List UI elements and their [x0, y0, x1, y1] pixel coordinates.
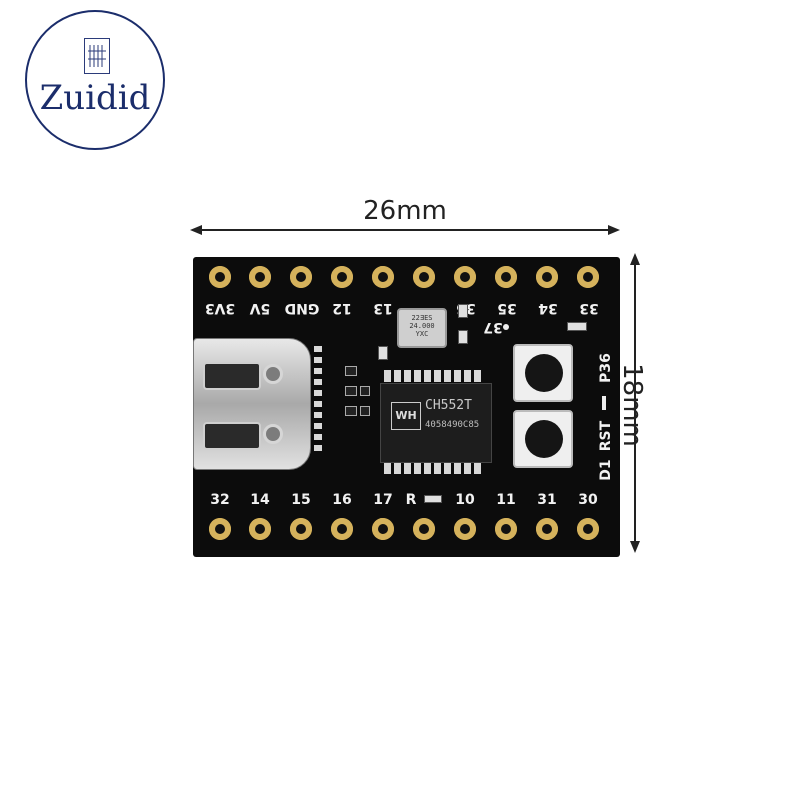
pad — [536, 518, 558, 540]
pin-label-15: 15 — [291, 492, 311, 508]
pad — [290, 518, 312, 540]
smd-resistor — [424, 495, 442, 503]
pin-label-5v: 5V — [249, 300, 271, 316]
width-dimension-label: 26mm — [363, 196, 447, 226]
usb-c-connector — [193, 338, 311, 470]
smd-capacitor — [458, 330, 468, 344]
pad — [249, 518, 271, 540]
smd-component — [345, 406, 357, 416]
chip-pins-bottom — [382, 462, 492, 476]
button-cap — [525, 354, 563, 392]
pin-label-30: 30 — [578, 492, 598, 508]
pad — [495, 518, 517, 540]
pin-label-14: 14 — [250, 492, 270, 508]
pad — [249, 266, 271, 288]
reset-button[interactable] — [513, 410, 573, 468]
smd-component — [345, 386, 357, 396]
usb-slot — [203, 362, 261, 390]
chip-model: CH552T — [425, 398, 472, 413]
pin-label-11: 11 — [496, 492, 516, 508]
chip-batch-code: 4058490C85 — [425, 420, 480, 430]
height-dimension-arrow — [630, 253, 640, 553]
label-divider — [602, 396, 606, 410]
pin-label-3v3: 3V3 — [204, 300, 236, 316]
width-dimension-arrow — [190, 225, 620, 235]
pad — [454, 266, 476, 288]
brand-logo — [25, 10, 165, 150]
pad — [372, 518, 394, 540]
smd-component — [345, 366, 357, 376]
pad — [209, 266, 231, 288]
pad — [209, 518, 231, 540]
height-dimension-label: 18mm — [617, 363, 647, 447]
pin-label-17: 17 — [373, 492, 393, 508]
usb-hole — [263, 424, 283, 444]
ch552t-microcontroller: WH CH552T 4058490C85 — [380, 383, 492, 463]
pin-label-r: R — [405, 492, 417, 508]
button-cap — [525, 420, 563, 458]
pad — [413, 266, 435, 288]
pin-label-31: 31 — [537, 492, 557, 508]
brand-name: Zuidid — [39, 78, 151, 118]
pad — [290, 266, 312, 288]
pin-label-32: 32 — [210, 492, 230, 508]
pin-label-12: 12 — [332, 300, 352, 316]
pad — [577, 266, 599, 288]
pad — [331, 266, 353, 288]
pin-label-16: 16 — [332, 492, 352, 508]
usb-pins — [312, 346, 326, 458]
pad — [495, 266, 517, 288]
pin-label-35: 35 — [497, 300, 517, 316]
crystal-oscillator — [397, 308, 447, 348]
pin-label-10: 10 — [455, 492, 475, 508]
crystal-marking: 22ƎES 24.000 YXC — [409, 314, 435, 338]
pin-label-33: 33 — [579, 300, 599, 316]
pad — [536, 266, 558, 288]
pad — [331, 518, 353, 540]
smd-capacitor — [378, 346, 388, 360]
usb-slot — [203, 422, 261, 450]
pad — [413, 518, 435, 540]
smd-capacitor — [458, 304, 468, 318]
label-d1: D1 — [598, 459, 614, 481]
boot-button[interactable] — [513, 344, 573, 402]
pad — [577, 518, 599, 540]
smd-component — [360, 406, 370, 416]
pin-label-34: 34 — [538, 300, 558, 316]
pad — [454, 518, 476, 540]
pin-label-gnd: GND — [284, 300, 320, 316]
pad — [372, 266, 394, 288]
chip-pins-top — [382, 370, 492, 384]
smd-component — [360, 386, 370, 396]
pin-37-dot — [503, 324, 509, 330]
usb-hole — [263, 364, 283, 384]
label-p36: P36 — [598, 353, 614, 383]
chip-icon — [84, 38, 110, 74]
smd-resistor — [567, 322, 587, 331]
chip-brand-mark: WH — [391, 402, 421, 430]
